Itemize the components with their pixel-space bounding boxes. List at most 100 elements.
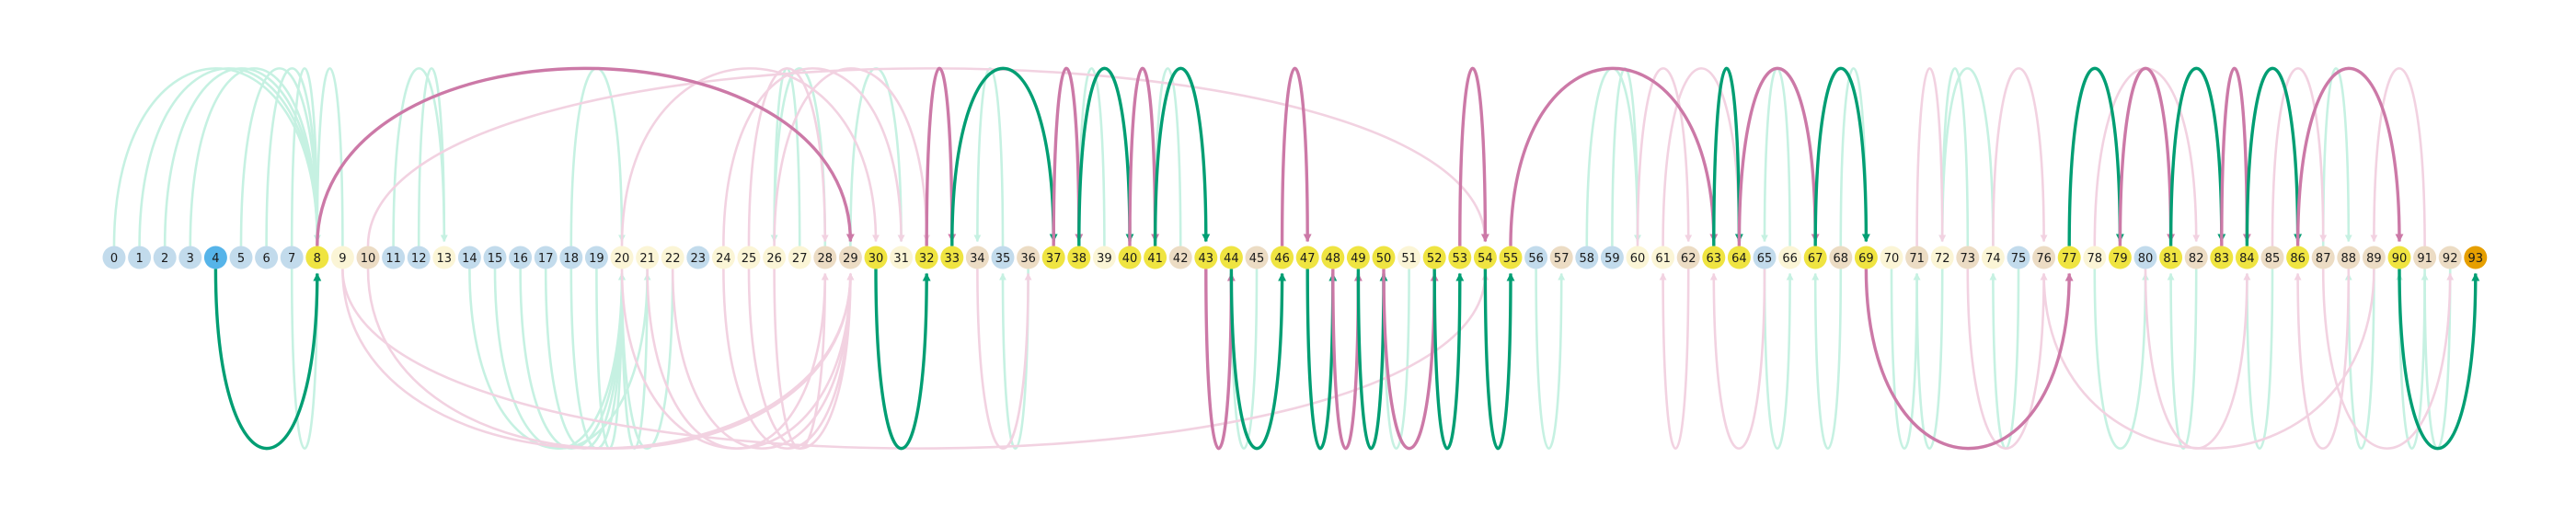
node-label-39: 39 (1097, 252, 1112, 266)
node-62: 62 (1676, 246, 1700, 269)
edge-89-to-76 (2040, 269, 2375, 450)
edge-65-to-66 (1763, 269, 1794, 450)
edge-78-to-80 (2093, 269, 2149, 450)
node-label-88: 88 (2341, 252, 2357, 266)
edge-52-to-53 (1432, 269, 1465, 451)
node-91: 91 (2413, 246, 2437, 269)
node-21: 21 (636, 246, 660, 269)
node-label-35: 35 (995, 252, 1011, 266)
edge-34-to-36 (976, 269, 1032, 450)
edge-0-to-8 (112, 67, 321, 246)
node-49: 49 (1346, 246, 1370, 269)
edge-30-to-32 (874, 269, 931, 451)
node-circle-49 (1346, 246, 1370, 269)
node-label-72: 72 (1935, 252, 1950, 266)
node-label-23: 23 (691, 252, 707, 266)
node-circle-51 (1397, 246, 1421, 269)
node-58: 58 (1575, 246, 1599, 269)
node-circle-30 (864, 246, 888, 269)
node-label-73: 73 (1961, 252, 1976, 266)
node-circle-75 (2007, 246, 2030, 269)
edge-82-to-81 (2167, 269, 2198, 450)
node-circle-16 (509, 246, 533, 269)
node-circle-88 (2337, 246, 2361, 269)
edge-56-to-57 (1535, 269, 1566, 450)
node-label-29: 29 (843, 252, 858, 266)
node-85: 85 (2260, 246, 2284, 269)
node-label-60: 60 (1630, 252, 1646, 266)
node-label-12: 12 (411, 252, 427, 266)
node-label-1: 1 (135, 252, 143, 266)
node-circle-10 (356, 246, 380, 269)
edge-4-to-8 (213, 269, 322, 451)
node-48: 48 (1321, 246, 1345, 269)
node-label-59: 59 (1604, 252, 1620, 266)
node-72: 72 (1930, 246, 1954, 269)
node-66: 66 (1778, 246, 1802, 269)
node-69: 69 (1854, 246, 1878, 269)
edge-15-to-20 (493, 269, 626, 450)
edge-90-to-93 (2398, 269, 2480, 451)
node-circle-55 (1499, 246, 1523, 269)
node-label-53: 53 (1453, 252, 1468, 266)
node-circle-7 (280, 246, 304, 269)
edge-83-to-84 (2220, 66, 2251, 246)
node-23: 23 (686, 246, 710, 269)
node-label-79: 79 (2112, 252, 2128, 266)
edge-88-to-86 (2294, 269, 2351, 450)
edge-37-to-38 (1052, 66, 1084, 246)
node-50: 50 (1372, 246, 1396, 269)
node-label-38: 38 (1072, 252, 1087, 266)
node-circle-82 (2184, 246, 2208, 269)
node-label-48: 48 (1326, 252, 1341, 266)
node-circle-19 (584, 246, 608, 269)
node-circle-5 (229, 246, 253, 269)
node-77: 77 (2057, 246, 2081, 269)
node-79: 79 (2108, 246, 2132, 269)
node-9: 9 (330, 246, 354, 269)
edge-72-to-71 (1913, 269, 1944, 450)
node-label-3: 3 (187, 252, 194, 266)
edge-63-to-64 (1712, 66, 1743, 246)
edge-60-to-62 (1636, 67, 1693, 246)
edge-8-to-29 (316, 66, 855, 246)
node-circle-2 (153, 246, 177, 269)
edge-40-to-41 (1128, 66, 1160, 246)
node-label-44: 44 (1224, 252, 1239, 266)
node-label-85: 85 (2265, 252, 2281, 266)
node-label-19: 19 (589, 252, 604, 266)
node-65: 65 (1753, 246, 1777, 269)
faint-edge-layer (112, 67, 2455, 450)
node-label-8: 8 (314, 252, 321, 266)
node-60: 60 (1626, 246, 1650, 269)
node-25: 25 (737, 246, 761, 269)
node-circle-31 (890, 246, 914, 269)
node-93: 93 (2464, 246, 2488, 269)
node-circle-90 (2387, 246, 2411, 269)
node-label-69: 69 (1858, 252, 1874, 266)
node-circle-48 (1321, 246, 1345, 269)
edge-9-to-8 (313, 67, 344, 246)
node-70: 70 (1880, 246, 1903, 269)
node-label-52: 52 (1427, 252, 1443, 266)
node-circle-24 (711, 246, 735, 269)
node-33: 33 (940, 246, 964, 269)
node-label-87: 87 (2316, 252, 2331, 266)
edge-12-to-13 (417, 67, 448, 246)
node-1: 1 (128, 246, 152, 269)
edge-92-to-91 (2421, 269, 2452, 450)
edge-38-to-40 (1077, 66, 1134, 246)
node-circle-58 (1575, 246, 1599, 269)
node-circle-0 (102, 246, 126, 269)
node-76: 76 (2032, 246, 2056, 269)
node-circle-27 (788, 246, 811, 269)
node-90: 90 (2387, 246, 2411, 269)
node-label-75: 75 (2011, 252, 2027, 266)
node-circle-37 (1041, 246, 1065, 269)
node-circle-54 (1473, 246, 1497, 269)
node-circle-78 (2083, 246, 2107, 269)
node-label-65: 65 (1757, 252, 1773, 266)
node-29: 29 (838, 246, 862, 269)
node-circle-26 (763, 246, 787, 269)
